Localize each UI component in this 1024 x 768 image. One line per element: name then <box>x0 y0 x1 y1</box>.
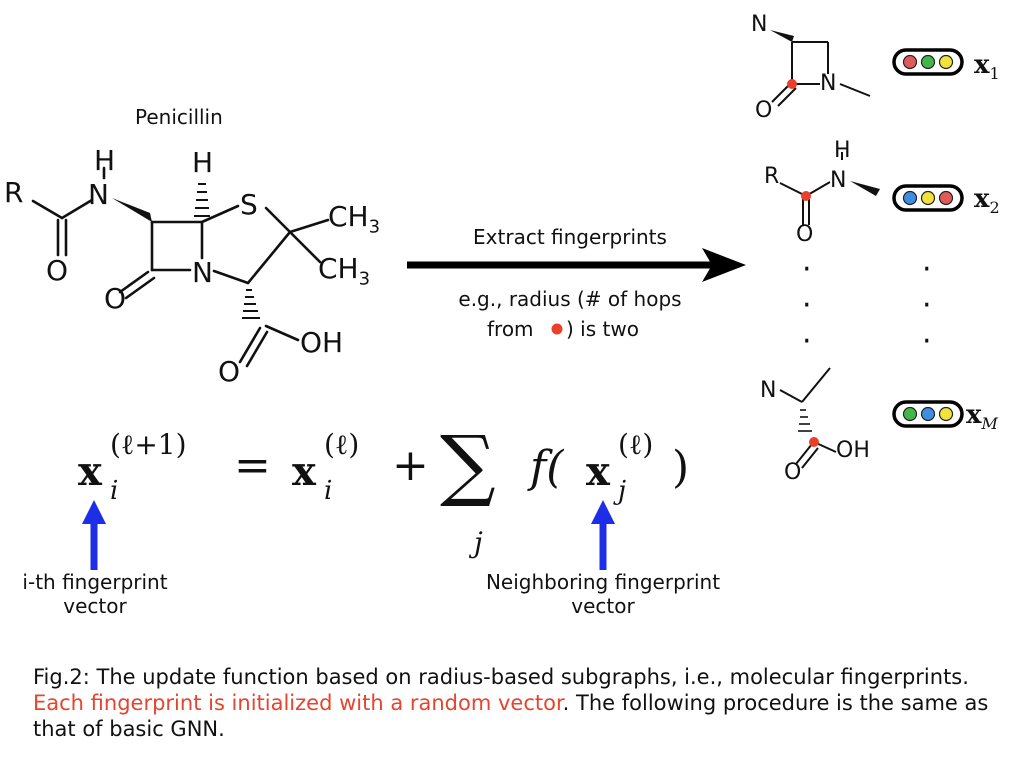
fingerprint-dot <box>902 190 918 206</box>
eq-plus: + <box>392 440 429 491</box>
penicillin-structure <box>31 166 330 368</box>
eq-arg-sub: j <box>618 476 627 506</box>
frag2-atom-n: N <box>830 168 847 193</box>
extract-arrow <box>407 248 746 282</box>
eq-equals: = <box>234 440 271 491</box>
atom-o-amide: O <box>46 254 69 287</box>
figure-caption: Fig.2: The update function based on radi… <box>33 665 989 741</box>
vector-label-2: x2 <box>974 184 1000 218</box>
eq-lhs-sup: (ℓ+1) <box>110 428 187 461</box>
fingerprint-capsule-1 <box>892 48 964 76</box>
fingerprint-capsule-2 <box>892 184 964 212</box>
eq-arg-sup: (ℓ) <box>618 428 654 461</box>
fragment-1 <box>771 41 871 107</box>
methyl-upper: CH3 <box>328 200 381 238</box>
frag2-atom-h: H <box>834 138 851 163</box>
atom-n-ring: N <box>192 256 213 289</box>
fingerprint-dot <box>920 54 936 70</box>
frag2-atom-o: O <box>796 222 814 247</box>
arrow-note-line1: e.g., radius (# of hops <box>458 287 682 311</box>
fingerprint-dot <box>902 54 918 70</box>
wedge-bond-nh <box>112 198 152 222</box>
atom-n-amide: N <box>88 178 109 211</box>
eq-func: f( <box>530 442 564 493</box>
fingerprint-dot <box>938 190 954 206</box>
fingerprint-dot <box>938 54 954 70</box>
eq-lhs-sub: i <box>110 476 119 506</box>
arrow-note-from: from <box>487 317 534 341</box>
blue-arrow-right <box>591 500 615 570</box>
arrow-note-suffix: ) is two <box>566 317 639 341</box>
eq-sum-sub: j <box>474 526 483 559</box>
atom-o-carboxyl: O <box>218 355 241 388</box>
fragm-atom-n: N <box>760 378 777 403</box>
fingerprint-capsule-3 <box>892 400 964 428</box>
fingerprint-dot <box>920 190 936 206</box>
arrow-label: Extract fingerprints <box>473 225 667 249</box>
blue-arrow-left <box>82 500 106 570</box>
eq-rhs-sup: (ℓ) <box>324 428 360 461</box>
atom-oh: OH <box>300 326 344 359</box>
eq-sum: ∑ <box>440 420 496 510</box>
atom-h-amide: H <box>94 144 116 177</box>
fingerprint-capsules <box>892 48 964 428</box>
frag2-atom-r: R <box>764 164 780 189</box>
annotation-neighbor-vector: Neighboring fingerprint vector <box>485 570 721 618</box>
ellipsis-fragments: ··· <box>802 252 812 359</box>
fragment-m-center-dot <box>809 437 819 447</box>
eq-arg-x: x <box>586 448 610 495</box>
fragment-m <box>779 367 837 469</box>
eq-lhs-x: x <box>78 448 102 495</box>
inline-red-dot <box>551 323 563 335</box>
fragment-1-wedge <box>770 30 794 42</box>
vector-label-1: x1 <box>974 50 1000 84</box>
hashed-bond-h <box>194 183 210 217</box>
fragment-2-wedge <box>850 181 880 196</box>
methyl-lower: CH3 <box>318 252 371 290</box>
annotation-ith-vector: i-th fingerprint vector <box>22 570 168 618</box>
frag1-atom-n-ring: N <box>820 71 837 96</box>
fragment-m-hashed-bond <box>798 409 812 432</box>
fingerprint-dot <box>920 406 936 422</box>
fingerprint-dot <box>902 406 918 422</box>
frag1-atom-o: O <box>755 98 773 123</box>
fragment-1-center-dot <box>787 79 797 89</box>
fragm-atom-oh: OH <box>836 438 870 463</box>
atom-o-lactam: O <box>104 282 127 315</box>
atom-h-ring: H <box>192 146 214 179</box>
fragment-2-center-dot <box>801 191 811 201</box>
ellipsis-vectors: ··· <box>922 252 932 359</box>
atom-r: R <box>4 176 24 209</box>
frag1-atom-n-top: N <box>751 12 768 37</box>
eq-close: ) <box>672 442 690 493</box>
fingerprint-dot <box>938 406 954 422</box>
eq-rhs-x: x <box>292 448 316 495</box>
penicillin-title: Penicillin <box>135 105 223 129</box>
vector-label-m: xM <box>966 400 998 434</box>
eq-rhs-sub: i <box>324 476 333 506</box>
fragm-atom-o: O <box>784 460 802 485</box>
hashed-bond-cooh <box>242 289 260 319</box>
atom-s: S <box>240 188 258 221</box>
